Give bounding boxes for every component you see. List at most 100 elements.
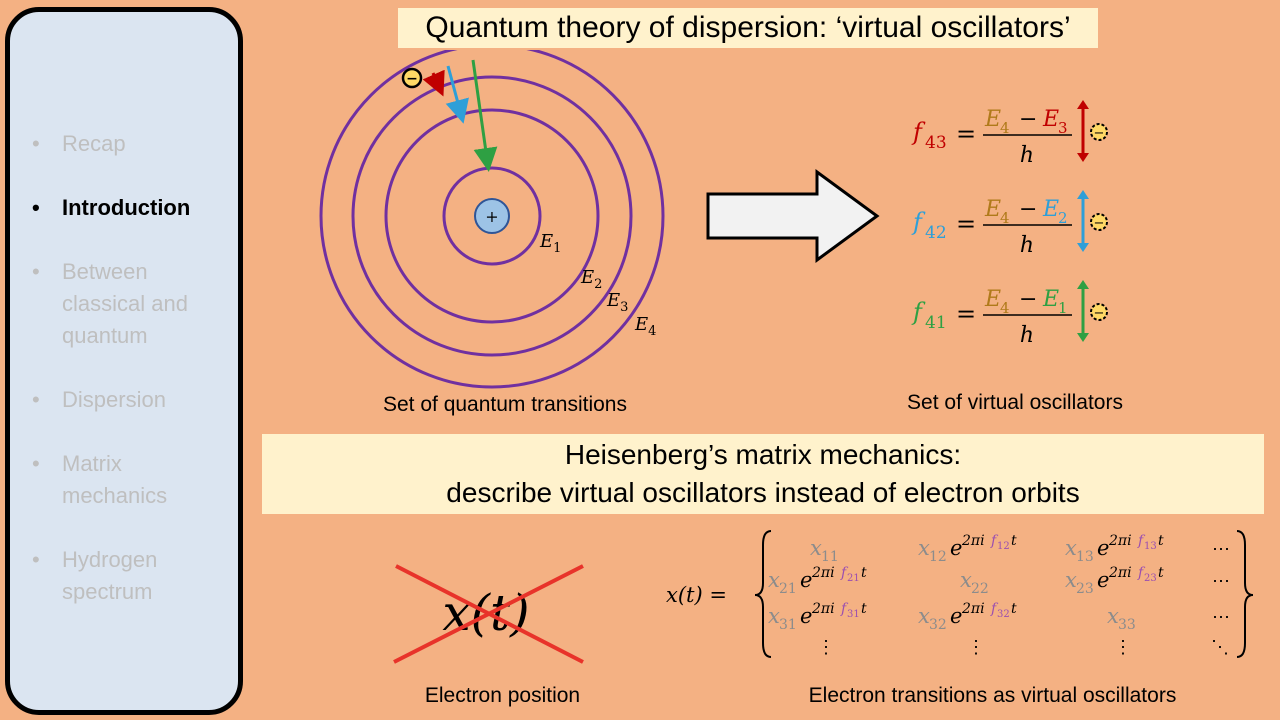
energy-upper-sub: 4 <box>1000 209 1010 227</box>
left-brace <box>754 530 772 658</box>
right-brace <box>1236 530 1254 658</box>
sidebar-item-label: Between classical and quantum <box>62 259 188 348</box>
sidebar-nav: • Recap • Introduction • Between classical an… <box>10 128 230 640</box>
freq-subscript: 41 <box>925 313 947 333</box>
bullet-icon: • <box>32 131 40 156</box>
matrix-x: x <box>1107 604 1119 628</box>
exp-freq-sub: 12 <box>997 541 1010 552</box>
position-caption: Electron position <box>424 684 581 707</box>
sidebar-item-dispersion[interactable]: •Dispersion <box>10 384 230 416</box>
energy-lower: E <box>1042 107 1059 132</box>
matrix-x: x <box>1065 536 1077 560</box>
matrix-vdots: ⋮ <box>967 637 985 658</box>
bullet-icon: • <box>32 195 40 220</box>
energy-upper-sub: 4 <box>1000 299 1010 317</box>
exp-freq-sub: 31 <box>847 609 860 620</box>
arrow-head <box>1077 153 1089 162</box>
minus-sign: − <box>1019 287 1037 312</box>
matrix-sub: 13 <box>1076 549 1094 565</box>
bullet-icon: • <box>32 387 40 412</box>
matrix-sub: 32 <box>929 617 947 633</box>
sidebar-item-recap[interactable]: • Recap <box>10 128 230 160</box>
exp-power: 2πi <box>1108 533 1132 549</box>
level-label-1: E1 <box>539 231 561 256</box>
energy-upper: E <box>984 107 1001 132</box>
sidebar-item-label: Hydrogen spectrum <box>62 547 158 604</box>
freq-symbol: f <box>911 118 926 146</box>
bullet-icon: • <box>32 451 40 476</box>
matrix-sub: 21 <box>779 581 797 597</box>
energy-lower-sub: 3 <box>1058 119 1068 137</box>
level-label-4: E4 <box>634 314 656 339</box>
bullet-icon: • <box>32 259 40 284</box>
exp-base: e <box>950 604 962 628</box>
exp-power: 2πi <box>1108 565 1132 581</box>
sidebar-item-hydrogen-spectrum[interactable]: •Hydrogen spectrum <box>10 544 230 608</box>
orbit-2 <box>384 108 600 324</box>
freq-subscript: 42 <box>925 223 947 243</box>
arrow-head <box>1077 243 1089 252</box>
electron-symbol: − <box>1094 216 1105 231</box>
nucleus <box>474 198 510 234</box>
exp-time: t <box>1158 565 1164 581</box>
exp-freq: f <box>990 533 999 549</box>
matrix-sub: 23 <box>1076 581 1094 597</box>
orbit-4 <box>319 50 665 389</box>
freq-symbol: f <box>911 208 926 236</box>
transition-arrow-green <box>471 59 498 172</box>
exp-freq-sub: 13 <box>1144 541 1157 552</box>
exp-power: 2πi <box>961 601 985 617</box>
electron-symbol: − <box>1094 126 1105 141</box>
transition-arrow-blue <box>445 65 469 124</box>
sidebar-item-label: Matrix mechanics <box>62 451 168 508</box>
sidebar-item-between-classical-and-quantum[interactable]: • Between classical and quantum <box>10 256 230 352</box>
nucleus-symbol: + <box>485 207 498 226</box>
energy-lower: E <box>1042 197 1059 222</box>
matrix-lhs: x(t) = <box>666 583 727 607</box>
freq-subscript: 43 <box>925 133 947 153</box>
matrix-hdots: ⋯ <box>1212 539 1230 560</box>
atom-diagram: + − E1 E2 E3 E4 <box>319 50 665 389</box>
matrix-ddots: ⋱ <box>1211 637 1229 658</box>
level-label-3: E3 <box>606 290 628 315</box>
level-label-2: E2 <box>580 267 602 292</box>
matrix-hdots: ⋯ <box>1212 607 1230 628</box>
sidebar-item-matrix-mechanics[interactable]: • Matrix mechanics <box>10 448 230 512</box>
electron <box>401 67 423 89</box>
sidebar-item-label: Introduction <box>62 195 191 220</box>
sidebar-item-label: Recap <box>62 131 126 156</box>
exp-freq-sub: 32 <box>997 609 1010 620</box>
matrix-x: x <box>960 568 972 592</box>
exp-freq: f <box>1137 533 1146 549</box>
sidebar: • Recap • Introduction • Between classical an… <box>5 7 243 715</box>
electron-symbol: − <box>406 71 418 87</box>
cross-line-2 <box>393 564 584 664</box>
sidebar-item-introduction[interactable]: • Introduction <box>10 192 230 224</box>
transition-arrow-red <box>422 69 445 97</box>
oscillator-caption: Set of virtual oscillators <box>907 391 1123 414</box>
exp-base: e <box>800 568 812 592</box>
energy-lower-sub: 2 <box>1058 209 1068 227</box>
exp-base: e <box>950 536 962 560</box>
equals-sign: = <box>956 120 976 148</box>
crossed-out-position: x(t) <box>393 564 584 664</box>
matrix-x: x <box>918 604 930 628</box>
arrow-head <box>1077 333 1089 342</box>
virtual-electron <box>1090 123 1108 141</box>
matrix-x: x <box>1065 568 1077 592</box>
energy-lower-sub: 1 <box>1058 299 1068 317</box>
virtual-electron <box>1090 303 1108 321</box>
minus-sign: − <box>1019 107 1037 132</box>
planck-constant: h <box>1020 323 1034 348</box>
arrow-head <box>1077 100 1089 109</box>
minus-sign: − <box>1019 197 1037 222</box>
matrix-hdots: ⋯ <box>1212 571 1230 592</box>
